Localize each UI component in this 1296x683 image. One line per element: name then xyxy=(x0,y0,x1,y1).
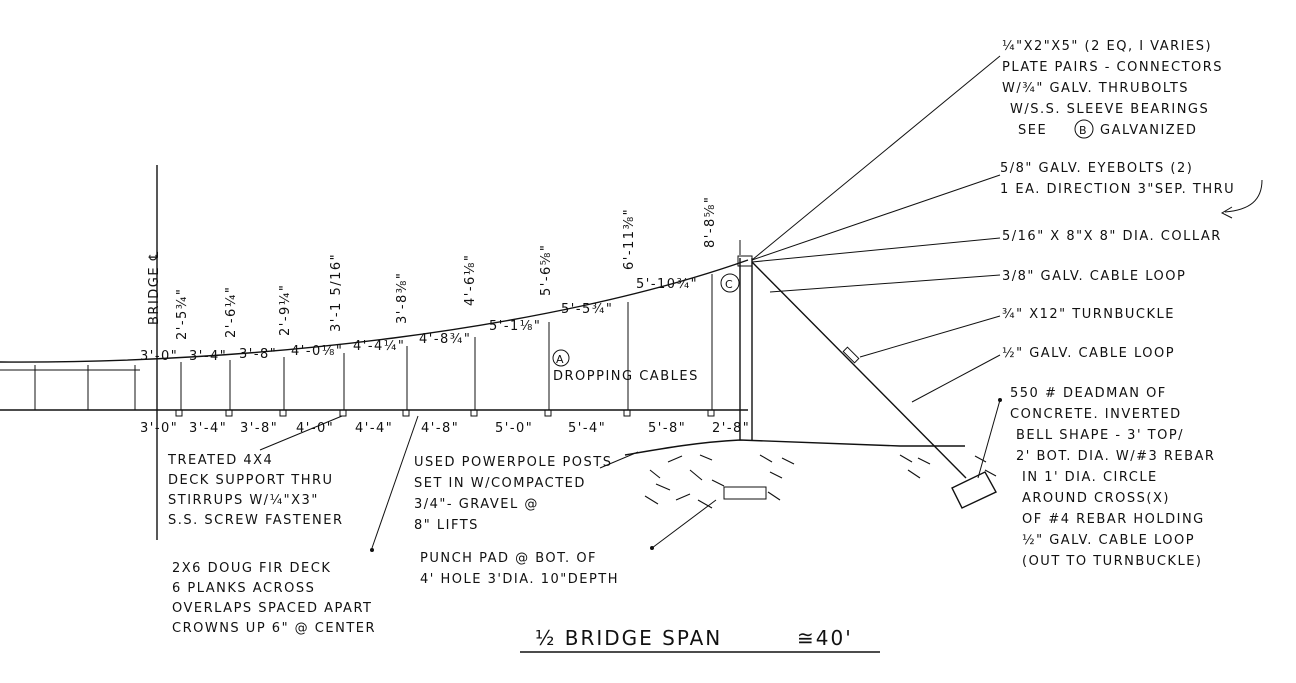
deadman-note: 550 # DEADMAN OF CONCRETE. INVERTED BELL… xyxy=(1010,386,1215,569)
cable-height: 2'-9¼" xyxy=(278,284,293,336)
note-line: USED POWERPOLE POSTS xyxy=(414,455,612,470)
note-line: SEE xyxy=(1018,123,1047,138)
deck-bottom-dim: 5'-4" xyxy=(568,421,606,436)
cable-height: 4'-6⅛" xyxy=(463,254,478,306)
marker-b: B xyxy=(1079,124,1088,137)
title-approx: ≅40' xyxy=(797,626,853,650)
note-line: S.S. SCREW FASTENER xyxy=(168,513,344,528)
marker-c-circle xyxy=(720,273,740,293)
punch-note: PUNCH PAD @ BOT. OF 4' HOLE 3'DIA. 10"DE… xyxy=(420,551,619,587)
deck-top-dims: 3'-0" 3'-4" 3'-8" 4'-0⅛" 4'-4¼" 4'-8¾" 5… xyxy=(140,277,698,364)
note-line: 6 PLANKS ACROSS xyxy=(172,581,315,596)
centerline-label: BRIDGE ℄ xyxy=(147,250,162,325)
note-line: OF #4 REBAR HOLDING xyxy=(1022,512,1205,527)
note-line: SET IN W/COMPACTED xyxy=(414,476,586,491)
deck-top-dim: 4'-4¼" xyxy=(353,339,405,354)
deck-top-dim: 5'-1⅛" xyxy=(489,319,541,334)
cable-loop-12-note: ½" GALV. CABLE LOOP xyxy=(1002,346,1175,361)
cable-height: 6'-11⅜" xyxy=(622,208,637,270)
cable-height: 2'-6¼" xyxy=(224,286,239,338)
deadman-shape xyxy=(951,471,997,509)
deck-top-dim: 4'-8¾" xyxy=(419,332,471,347)
note-line: 3/4"- GRAVEL @ xyxy=(414,497,539,512)
note-line: CONCRETE. INVERTED xyxy=(1010,407,1182,422)
cable-height: 3'-1 5/16" xyxy=(329,253,344,332)
note-line: 550 # DEADMAN OF xyxy=(1010,386,1167,401)
right-leaders xyxy=(751,55,1263,403)
marker-b-circle xyxy=(1074,119,1094,139)
note-line: ¼"x2"x5" (2 EQ, I VARIES) xyxy=(1002,39,1212,54)
punch-pad xyxy=(723,486,767,500)
cable-height: 3'-8⅜" xyxy=(395,272,410,324)
note-line: OVERLAPS SPACED APART xyxy=(172,601,372,616)
deck-bottom-dim: 4'-8" xyxy=(421,421,459,436)
marker-c: C xyxy=(725,278,734,291)
deck-top-dim: 3'-0" xyxy=(140,349,178,364)
dropping-cables-label: DROPPING CABLES xyxy=(553,369,699,384)
deadman-leader-dot xyxy=(998,398,1002,402)
note-line: CROWNS UP 6" @ CENTER xyxy=(172,621,376,636)
stirrups xyxy=(175,409,715,417)
note-line: W/S.S. SLEEVE BEARINGS xyxy=(1010,102,1209,117)
deck-bottom-dim: 4'-4" xyxy=(355,421,393,436)
cable-loop-38-note: 3/8" GALV. CABLE LOOP xyxy=(1002,269,1186,284)
note-line: PLATE PAIRS - CONNECTORS xyxy=(1002,60,1223,75)
deadman-leader xyxy=(977,399,1001,479)
eyebolts-note: 5/8" GALV. EYEBOLTS (2) xyxy=(1000,161,1193,176)
deck-note: 2x6 DOUG FIR DECK 6 PLANKS ACROSS OVERLA… xyxy=(172,561,376,636)
deck-top-dim: 5'-5¾" xyxy=(561,302,613,317)
turnbuckle-note: ¾" x12" TURNBUCKLE xyxy=(1002,307,1175,322)
deck-bottom-dim: 3'-4" xyxy=(189,421,227,436)
cable-height: 2'-5¾" xyxy=(175,288,190,340)
deck-bottom-dim: 4'-0" xyxy=(296,421,334,436)
treated-note: TREATED 4x4 DECK SUPPORT THRU STIRRUPS W… xyxy=(167,453,344,528)
note-line: DECK SUPPORT THRU xyxy=(168,473,334,488)
note-line: 4' HOLE 3'DIA. 10"DEPTH xyxy=(420,572,619,587)
note-line: 2x6 DOUG FIR DECK xyxy=(172,561,331,576)
cable-height: 5'-6⅝" xyxy=(539,244,554,296)
backstay-cable xyxy=(751,261,967,479)
deck-top-dim: 3'-4" xyxy=(189,349,227,364)
tower-collar xyxy=(737,255,753,267)
ground-line xyxy=(624,439,965,456)
marker-a: A xyxy=(556,353,565,366)
collar-note: 5/16" x 8"x 8" DIA. COLLAR xyxy=(1002,229,1222,244)
turnbuckle-shape xyxy=(842,346,860,364)
plate-pairs-note: ¼"x2"x5" (2 EQ, I VARIES) PLATE PAIRS - … xyxy=(1002,39,1223,139)
deck-bottom-dim: 5'-8" xyxy=(648,421,686,436)
left-leaders xyxy=(259,415,717,552)
note-line: 8" LIFTS xyxy=(414,518,479,533)
deck-top-curve xyxy=(0,259,749,363)
note-line: PUNCH PAD @ BOT. OF xyxy=(420,551,597,566)
marker-a-circle xyxy=(552,349,570,367)
note-line: GALVANIZED xyxy=(1100,123,1197,138)
note-line: AROUND CROSS(X) xyxy=(1022,491,1170,506)
cable-height: 8'-8⅝" xyxy=(703,196,718,248)
note-line: W/¾" GALV. THRUBOLTS xyxy=(1002,81,1189,96)
deck-top-dim: 3'-8" xyxy=(239,347,277,362)
deck-bottom-dim: 5'-0" xyxy=(495,421,533,436)
note-line: TREATED 4x4 xyxy=(167,453,273,468)
hanger-cables xyxy=(180,274,713,410)
note-line: (OUT TO TURNBUCKLE) xyxy=(1022,554,1202,569)
eyebolts-note: 1 EA. DIRECTION 3"SEP. THRU xyxy=(1000,182,1235,197)
note-line: STIRRUPS W/¼"x3" xyxy=(168,493,319,508)
posts-note: USED POWERPOLE POSTS SET IN W/COMPACTED … xyxy=(414,455,612,533)
deck-top-dim: 5'-10¾" xyxy=(636,277,698,292)
cable-height-labels: 2'-5¾" 2'-6¼" 2'-9¼" 3'-1 5/16" 3'-8⅜" 4… xyxy=(175,196,718,340)
title: ½ BRIDGE SPAN xyxy=(535,626,722,650)
deck-bottom-dim: 2'-8" xyxy=(712,421,750,436)
ground-hatching xyxy=(644,454,997,509)
deck-top-dim: 4'-0⅛" xyxy=(291,344,343,359)
deck-bottom-dim: 3'-8" xyxy=(240,421,278,436)
note-line: 2' BOT. DIA. W/#3 REBAR xyxy=(1016,449,1215,464)
note-line: IN 1' DIA. CIRCLE xyxy=(1022,470,1158,485)
note-line: BELL SHAPE - 3' TOP/ xyxy=(1016,428,1184,443)
deck-bottom-dim: 3'-0" xyxy=(140,421,178,436)
note-line: ½" GALV. CABLE LOOP xyxy=(1022,533,1195,548)
deck-bottom-dims: 3'-0" 3'-4" 3'-8" 4'-0" 4'-4" 4'-8" 5'-0… xyxy=(140,421,750,436)
